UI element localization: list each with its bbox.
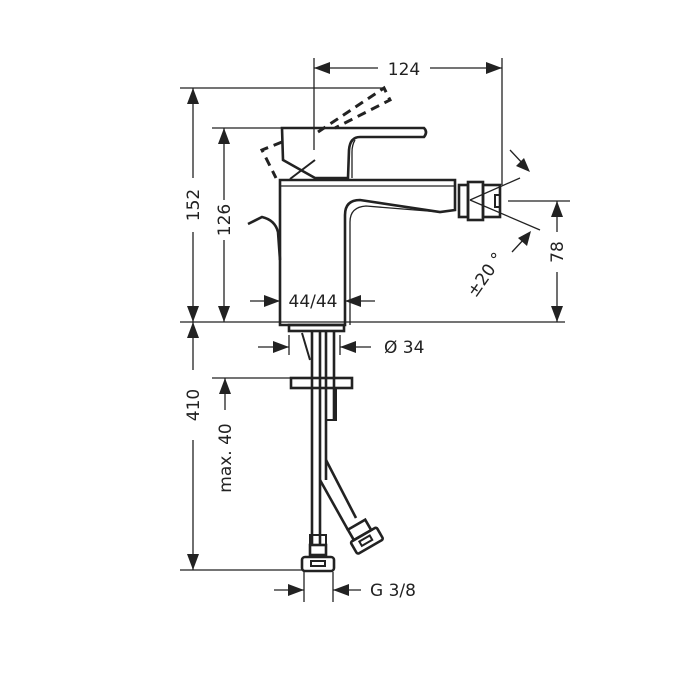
dimension-spout-reach: 124: [313, 58, 503, 185]
dimension-connection-thread: G 3/8: [274, 572, 416, 602]
mixer-body: [278, 178, 457, 333]
dimension-spout-height: 78: [508, 200, 570, 322]
dimension-body-width: 44/44: [250, 292, 375, 312]
dimension-swivel-angle: ±20 °: [463, 149, 531, 301]
popup-rod: [247, 215, 282, 261]
lever-raised-outline: [259, 85, 393, 179]
spout-aerator: [457, 177, 541, 231]
swivel-angle-label: ±20 °: [463, 249, 508, 301]
dimension-installation-depth: 410: [180, 322, 302, 571]
installation-depth-label: 410: [184, 389, 204, 421]
underside-assembly: [289, 332, 384, 573]
dimension-max-counter-thickness: max. 40: [212, 377, 291, 493]
connection-thread-label: G 3/8: [370, 581, 416, 601]
body-width-label: 44/44: [289, 292, 338, 312]
dimension-total-height: 152: [180, 87, 384, 322]
lever-handle: [280, 126, 428, 180]
dimension-body-height: 126: [212, 127, 282, 322]
max-counter-thickness-label: max. 40: [216, 423, 236, 492]
dimension-shank-diameter: Ø 34: [258, 335, 424, 358]
shank-diameter-label: Ø 34: [384, 338, 424, 358]
total-height-label: 152: [184, 189, 204, 221]
body-height-label: 126: [215, 204, 235, 236]
spout-height-label: 78: [548, 241, 568, 263]
spout-reach-label: 124: [388, 60, 420, 80]
